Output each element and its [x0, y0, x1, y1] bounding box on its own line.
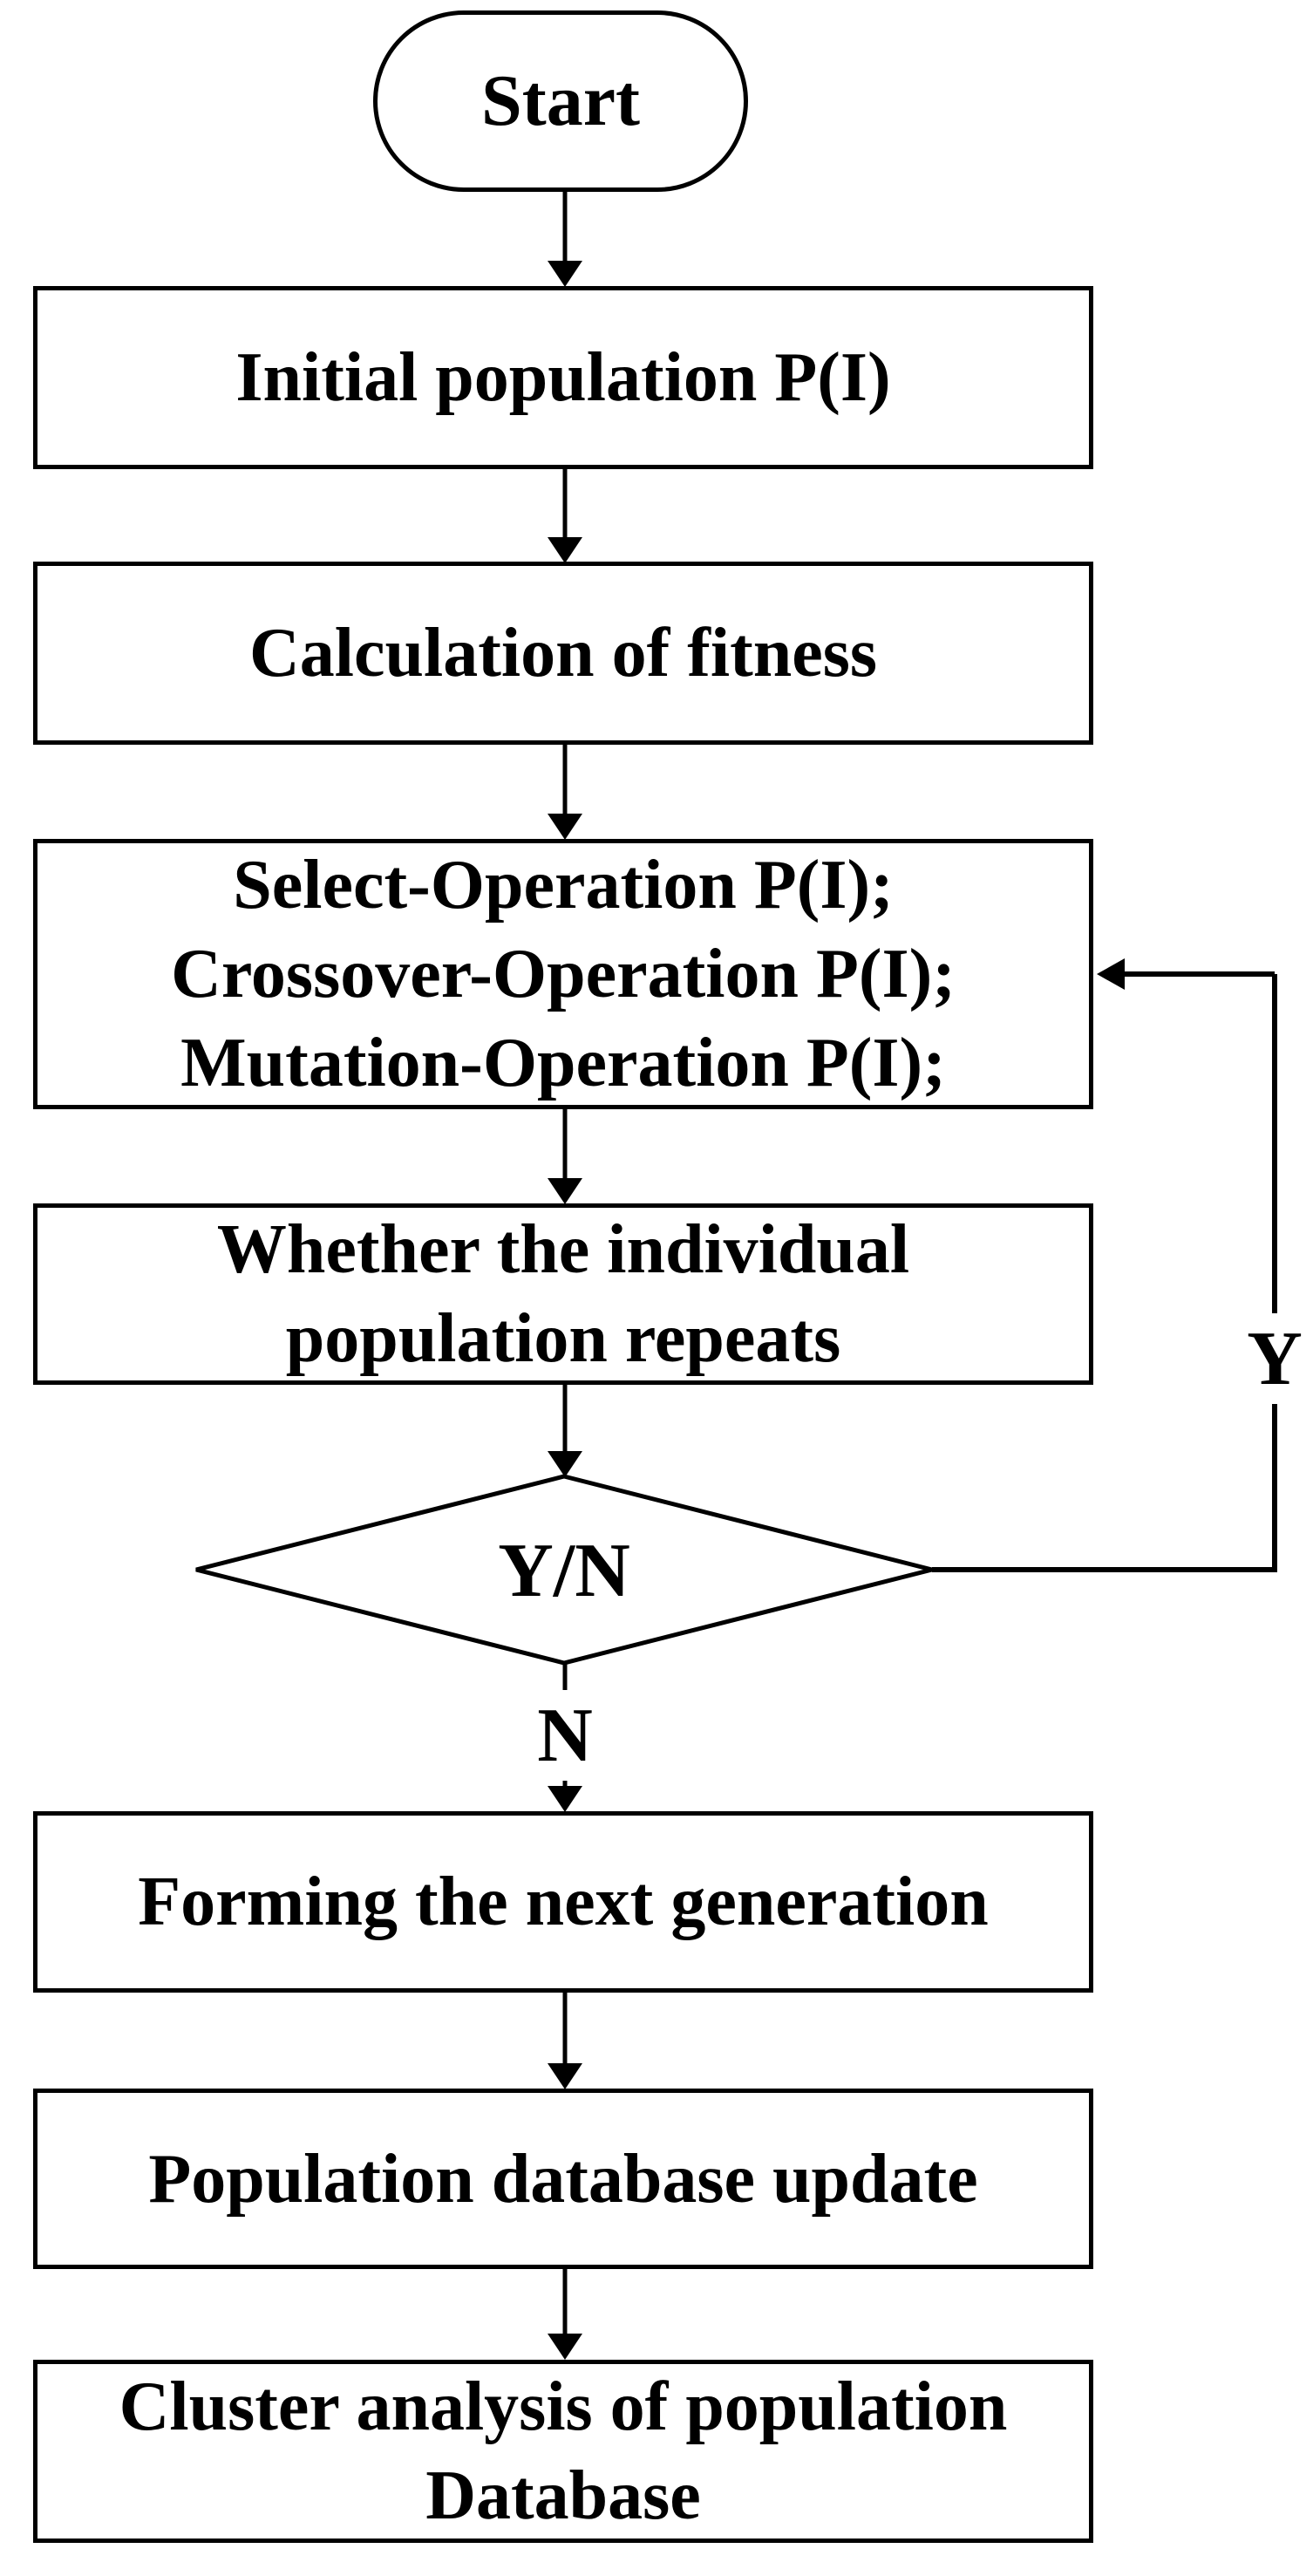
- node-genetic-operations-line2: Crossover-Operation P(I);: [171, 936, 956, 1012]
- node-initial-population-label: Initial population P(I): [235, 339, 891, 416]
- node-repeat-check-line1: Whether the individual: [216, 1211, 910, 1288]
- arrowhead-into-fitness-icon: [548, 537, 582, 563]
- node-population-database-update: Population database update: [33, 2089, 1093, 2269]
- decision-label: Y/N: [390, 1519, 738, 1622]
- node-genetic-operations-line1: Select-Operation P(I);: [233, 847, 894, 923]
- arrowhead-into-repeatcheck-icon: [548, 1178, 582, 1204]
- arrowhead-into-cluster-icon: [548, 2334, 582, 2360]
- edge-label-yes: Y: [1222, 1313, 1313, 1404]
- node-cluster-analysis-line1: Cluster analysis of population: [119, 2368, 1008, 2445]
- arrowhead-feedback-into-operations-icon: [1097, 958, 1125, 990]
- node-cluster-analysis-line2: Database: [425, 2457, 701, 2534]
- node-calculation-fitness-label: Calculation of fitness: [249, 615, 877, 692]
- arrowhead-into-initial-icon: [548, 261, 582, 287]
- node-start: Start: [373, 10, 748, 192]
- node-genetic-operations-line3: Mutation-Operation P(I);: [180, 1025, 946, 1101]
- node-cluster-analysis: Cluster analysis of population Database: [33, 2360, 1093, 2543]
- decision-label-text: Y/N: [498, 1528, 630, 1613]
- edge-label-no-text: N: [537, 1693, 593, 1778]
- node-calculation-fitness: Calculation of fitness: [33, 562, 1093, 745]
- node-forming-next-generation: Forming the next generation: [33, 1811, 1093, 1993]
- arrowhead-into-operations-icon: [548, 814, 582, 840]
- edge-label-no: N: [513, 1690, 617, 1781]
- node-population-database-update-label: Population database update: [148, 2140, 978, 2218]
- node-repeat-check-line2: population repeats: [285, 1300, 841, 1377]
- node-start-label: Start: [481, 60, 640, 141]
- node-repeat-check: Whether the individual population repeat…: [33, 1203, 1093, 1385]
- node-genetic-operations: Select-Operation P(I); Crossover-Operati…: [33, 839, 1093, 1109]
- arrowhead-into-decision-icon: [548, 1451, 582, 1477]
- node-initial-population: Initial population P(I): [33, 286, 1093, 469]
- edge-label-yes-text: Y: [1247, 1316, 1303, 1401]
- arrowhead-into-dbupdate-icon: [548, 2063, 582, 2089]
- node-forming-next-generation-label: Forming the next generation: [138, 1864, 989, 1940]
- arrowhead-into-forming-icon: [548, 1786, 582, 1812]
